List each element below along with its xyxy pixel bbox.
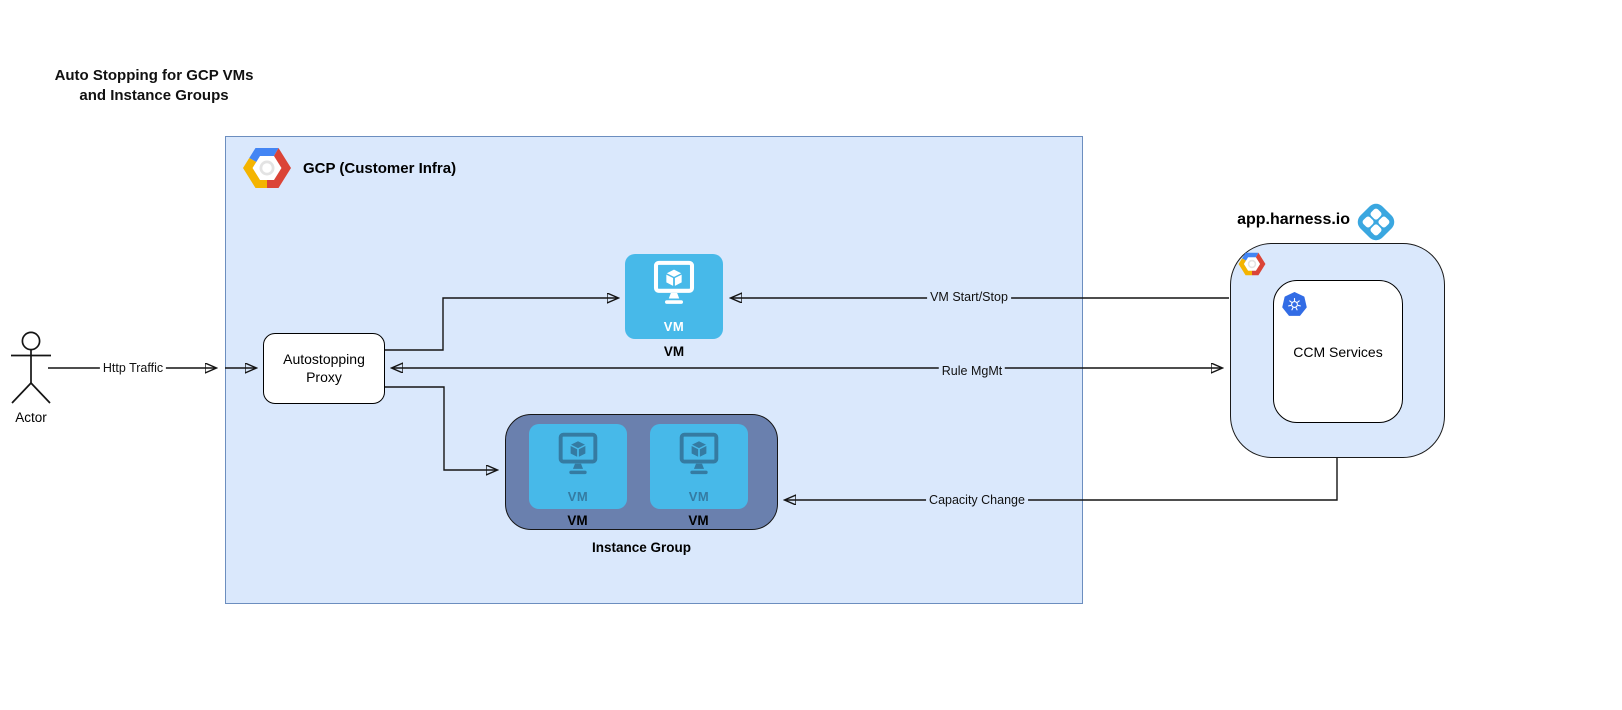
vm-monitor-icon [673,432,725,479]
harness-label: app.harness.io [1237,211,1350,228]
edge-label-vm-start-stop: VM Start/Stop [927,290,1011,304]
harness-logo-icon [1354,200,1398,244]
autostopping-proxy-label: Autostopping Proxy [283,351,365,385]
instance-group-vm-1-inner-label: VM [567,489,589,504]
gcp-container-label: GCP (Customer Infra) [303,160,457,177]
vm-monitor-icon [647,260,701,309]
ccm-services-node: CCM Services [1273,280,1403,423]
instance-group-label: Instance Group [591,540,691,555]
instance-group-vm-2: VM [650,424,748,509]
kubernetes-icon [1282,292,1307,317]
autostopping-proxy-node: Autostopping Proxy [263,333,385,404]
vm-node-label: VM [663,344,685,359]
instance-group-vm-1: VM [529,424,627,509]
actor-label: Actor [15,410,47,425]
edge-label-http-traffic: Http Traffic [99,361,167,375]
actor-icon [11,331,51,404]
gcp-logo-icon [242,141,292,195]
edge-label-capacity-change: Capacity Change [926,493,1028,507]
vm-node: VM [625,254,723,339]
ccm-services-label: CCM Services [1293,343,1383,360]
instance-group-vm-1-label: VM [567,513,588,528]
instance-group-vm-2-label: VM [688,513,709,528]
diagram-title: Auto Stopping for GCP VMs and Instance G… [54,67,254,104]
gcp-logo-icon [1238,249,1266,279]
instance-group-node: VM VM VM VM [505,414,778,530]
vm-node-inner-label: VM [663,319,685,334]
instance-group-vm-2-inner-label: VM [688,489,710,504]
vm-monitor-icon [552,432,604,479]
edge-label-rule-mgmt: Rule MgMt [938,364,1006,378]
